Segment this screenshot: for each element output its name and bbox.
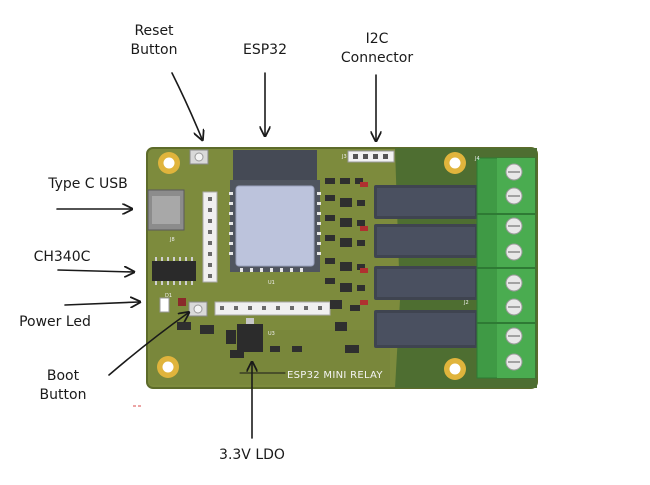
mounting-hole-bottom-left xyxy=(157,356,179,378)
ref-j8: J8 xyxy=(169,237,175,243)
boot-arrow xyxy=(108,313,188,376)
power-led xyxy=(159,297,186,313)
relay-3 xyxy=(374,266,478,300)
silkscreen-refs: J8 J4 J2 U3 U1 D1 J3 xyxy=(165,154,480,337)
relay-4 xyxy=(374,310,478,348)
ldo-label: 3.3V LDO xyxy=(219,447,285,463)
power-led-arrow xyxy=(64,302,139,305)
mounting-hole-bottom-right xyxy=(444,358,466,380)
mounting-hole-top-right xyxy=(444,152,466,174)
boot-button-label: Boot Button xyxy=(39,368,87,403)
ref-u3: U3 xyxy=(268,331,275,337)
ref-j3: J3 xyxy=(341,154,347,160)
boot-button-part xyxy=(188,301,208,317)
pin-header-vertical xyxy=(202,191,218,283)
mounting-hole-top-left xyxy=(158,152,180,174)
smd-components xyxy=(177,178,365,353)
i2c-connector-part xyxy=(347,150,395,163)
ref-u1: U1 xyxy=(268,280,275,286)
esp32-module xyxy=(229,150,321,272)
reset-arrow xyxy=(171,72,202,139)
relay-leds xyxy=(360,182,368,305)
pin-header-horizontal xyxy=(214,301,331,316)
ref-j4: J4 xyxy=(474,156,480,162)
ref-d1: D1 xyxy=(165,293,172,299)
esp32-label: ESP32 xyxy=(243,42,287,58)
silkscreen-title: ESP32 MINI RELAY xyxy=(287,370,383,381)
power-led-label: Power Led xyxy=(19,314,91,330)
usb-c-port xyxy=(147,189,185,231)
ref-j2: J2 xyxy=(463,300,469,306)
ch340c-arrow xyxy=(57,270,133,272)
ch340c-chip xyxy=(152,257,196,285)
relay-2 xyxy=(374,224,478,258)
ldo-regulator xyxy=(226,318,263,358)
reset-button-part xyxy=(189,149,209,165)
callout-arrows xyxy=(56,72,376,439)
screw-terminals xyxy=(476,157,536,379)
i2c-connector-label: I2C Connector xyxy=(340,31,414,66)
relay-1 xyxy=(374,185,478,219)
type-c-usb-label: Type C USB xyxy=(48,176,128,192)
ch340c-label: CH340C xyxy=(33,249,91,265)
reset-button-label: Reset Button xyxy=(130,23,178,58)
